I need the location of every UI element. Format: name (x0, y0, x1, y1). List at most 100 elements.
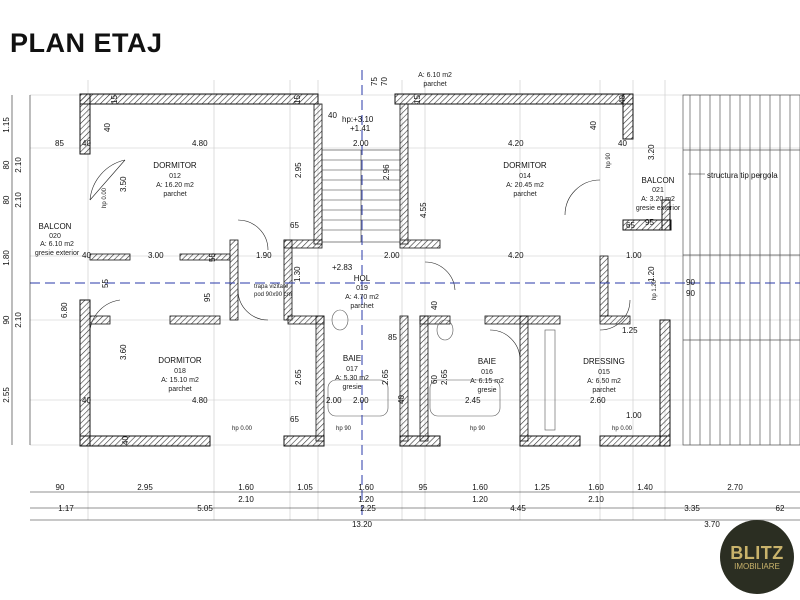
dim-label: 40 (328, 111, 337, 120)
dim-label: 2.95 (137, 483, 153, 492)
dim-label: 60 (430, 375, 439, 384)
dim-label: 4.20 (508, 139, 524, 148)
dim-label: 40 (430, 301, 439, 310)
room-name: DRESSING (583, 357, 625, 366)
dim-label: 1.60 (358, 483, 374, 492)
dim-label: 80 (2, 160, 11, 169)
logo-subtext: IMOBILIARE (734, 561, 780, 571)
dim-label: 15 (293, 95, 302, 104)
window-label: hp 0.00 (102, 187, 108, 208)
dim-label: 2.10 (14, 192, 23, 208)
dim-label: 55 (101, 279, 110, 288)
dim-label: 2.70 (727, 483, 743, 492)
window-label: hp 0.00 (232, 426, 253, 432)
dim-label: 40 (103, 123, 112, 132)
dim-label: 95 (645, 218, 654, 227)
brand-logo: BLITZ IMOBILIARE (720, 520, 794, 594)
room-finish: parchet (592, 387, 615, 394)
dimension-lines (11, 95, 800, 521)
room-code: 019 (356, 285, 368, 292)
room-finish: parchet (513, 191, 536, 198)
level-mark: +1.41 (350, 124, 371, 133)
dim-label: 2.00 (353, 139, 369, 148)
dim-label: 1.90 (256, 251, 272, 260)
dim-label: 90 (686, 278, 695, 287)
room-code: 017 (346, 366, 358, 373)
level-mark: hp:+3.10 (342, 115, 374, 124)
staircase (321, 149, 401, 243)
interior-walls (89, 103, 631, 442)
dim-label: 1.25 (622, 326, 638, 335)
room-area: A: 3.20 m2 (641, 196, 675, 203)
pergola-note: structura tip pergola (707, 171, 778, 180)
level-mark: +2.83 (332, 263, 353, 272)
dim-label: 2.00 (353, 396, 369, 405)
dim-label: 1.60 (472, 483, 488, 492)
dim-label: 4.45 (510, 504, 526, 513)
dim-label: 85 (55, 139, 64, 148)
dim-label: 90 (2, 315, 11, 324)
dim-label: 90 (686, 289, 695, 298)
dim-label: 95 (419, 483, 428, 492)
dim-label: 1.20 (358, 495, 374, 504)
room-finish: gresie (477, 387, 496, 394)
dim-label: 90 (56, 483, 65, 492)
room-name: BALCON (642, 176, 675, 185)
dim-label: 2.95 (294, 162, 303, 178)
dim-label: 3.00 (148, 251, 164, 260)
dim-label: 3.20 (647, 144, 656, 160)
room-area: A: 6.50 m2 (587, 378, 621, 385)
dim-label: 65 (626, 221, 635, 230)
room-area: A: 6.10 m2 (40, 241, 74, 248)
room-name: BALCON (39, 222, 72, 231)
room-code: 018 (174, 368, 186, 375)
dim-label: 1.80 (2, 250, 11, 266)
room-code: 015 (598, 369, 610, 376)
dim-label: 2.10 (14, 312, 23, 328)
window-label: hp 90 (470, 426, 486, 432)
dim-label: 2.00 (384, 251, 400, 260)
dim-label: 55 (208, 253, 217, 262)
dim-label: 80 (2, 195, 11, 204)
dim-label: 15 (110, 95, 119, 104)
room-code: 016 (481, 369, 493, 376)
room-finish: gresie (342, 384, 361, 391)
door-swings (89, 159, 631, 361)
dim-label: 95 (203, 293, 212, 302)
logo-text: BLITZ (730, 542, 784, 563)
room-finish: parchet (168, 386, 191, 393)
dim-label: 2.10 (588, 495, 604, 504)
bottom-dimensions: 90 2.95 1.60 1.05 1.60 95 1.60 1.25 1.60… (56, 483, 785, 529)
inner-dimension-labels: 4.80 4.80 3.00 1.90 2.00 2.00 4.20 4.20 … (55, 139, 695, 424)
dim-label: 2.60 (590, 396, 606, 405)
room-name: BAIE (478, 357, 496, 366)
bathroom-fixtures (327, 309, 556, 431)
dim-label: 4.55 (419, 202, 428, 218)
room-finish: parchet (350, 303, 373, 310)
dim-label: 2.00 (326, 396, 342, 405)
dim-label: 1.20 (472, 495, 488, 504)
dim-label: 4.80 (192, 396, 208, 405)
dim-label: 40 (618, 139, 627, 148)
dim-label: 2.65 (381, 369, 390, 385)
dim-label: 6.80 (60, 302, 69, 318)
dim-label: 2.45 (465, 396, 481, 405)
dim-label: 1.00 (626, 411, 642, 420)
dim-label: 2.65 (294, 369, 303, 385)
room-area: A: 4.70 m2 (345, 294, 379, 301)
room-code: 012 (169, 173, 181, 180)
dim-label: 1.60 (238, 483, 254, 492)
room-finish: parchet (163, 191, 186, 198)
axis-lines (30, 70, 800, 520)
dim-label: 65 (290, 415, 299, 424)
dim-label: 40 (82, 251, 91, 260)
room-name: DORMITOR (153, 161, 197, 170)
room-area: A: 20.45 m2 (506, 182, 544, 189)
room-name: BAIE (343, 354, 361, 363)
dim-label: 1.40 (637, 483, 653, 492)
dim-label: 1.30 (293, 266, 302, 282)
dim-label: 1.00 (626, 251, 642, 260)
dim-label: 5.05 (197, 504, 213, 513)
left-dimensions: 1.15 80 2.10 80 2.10 1.80 90 2.10 2.55 (2, 117, 23, 403)
